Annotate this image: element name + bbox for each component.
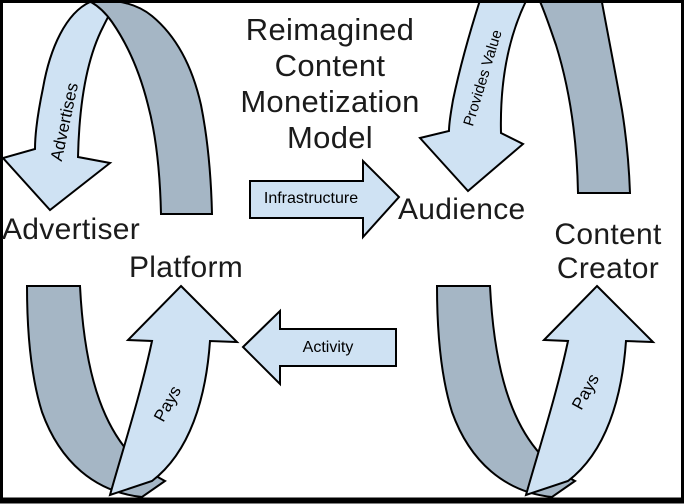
pays-creator-ribbon <box>435 285 577 499</box>
audience-label: Audience <box>398 193 526 226</box>
content-creator-line-1: Content <box>554 218 662 251</box>
advertises-arrow <box>1 0 121 212</box>
provides-value-ribbon <box>538 0 632 194</box>
title-line-2: Content <box>274 48 386 83</box>
infrastructure-arrow <box>249 158 401 240</box>
advertiser-label: Advertiser <box>2 213 141 246</box>
platform-label: Platform <box>129 251 244 284</box>
title-line-1: Reimagined <box>245 12 415 47</box>
provides-value-arrow <box>418 0 528 193</box>
infrastructure-label: Infrastructure <box>263 190 359 207</box>
pays-platform-arrow <box>108 284 240 497</box>
activity-arrow <box>241 308 397 387</box>
pays-creator-arrow <box>524 284 656 497</box>
diagram-title: Reimagined Content Monetization Model <box>222 12 438 156</box>
content-creator-label: Content Creator <box>540 218 676 286</box>
content-creator-line-2: Creator <box>556 252 660 285</box>
title-line-3: Monetization <box>240 84 420 119</box>
pays-platform-ribbon <box>25 285 167 499</box>
activity-label: Activity <box>302 339 354 356</box>
title-line-4: Model <box>287 120 373 155</box>
advertises-ribbon <box>88 0 214 215</box>
